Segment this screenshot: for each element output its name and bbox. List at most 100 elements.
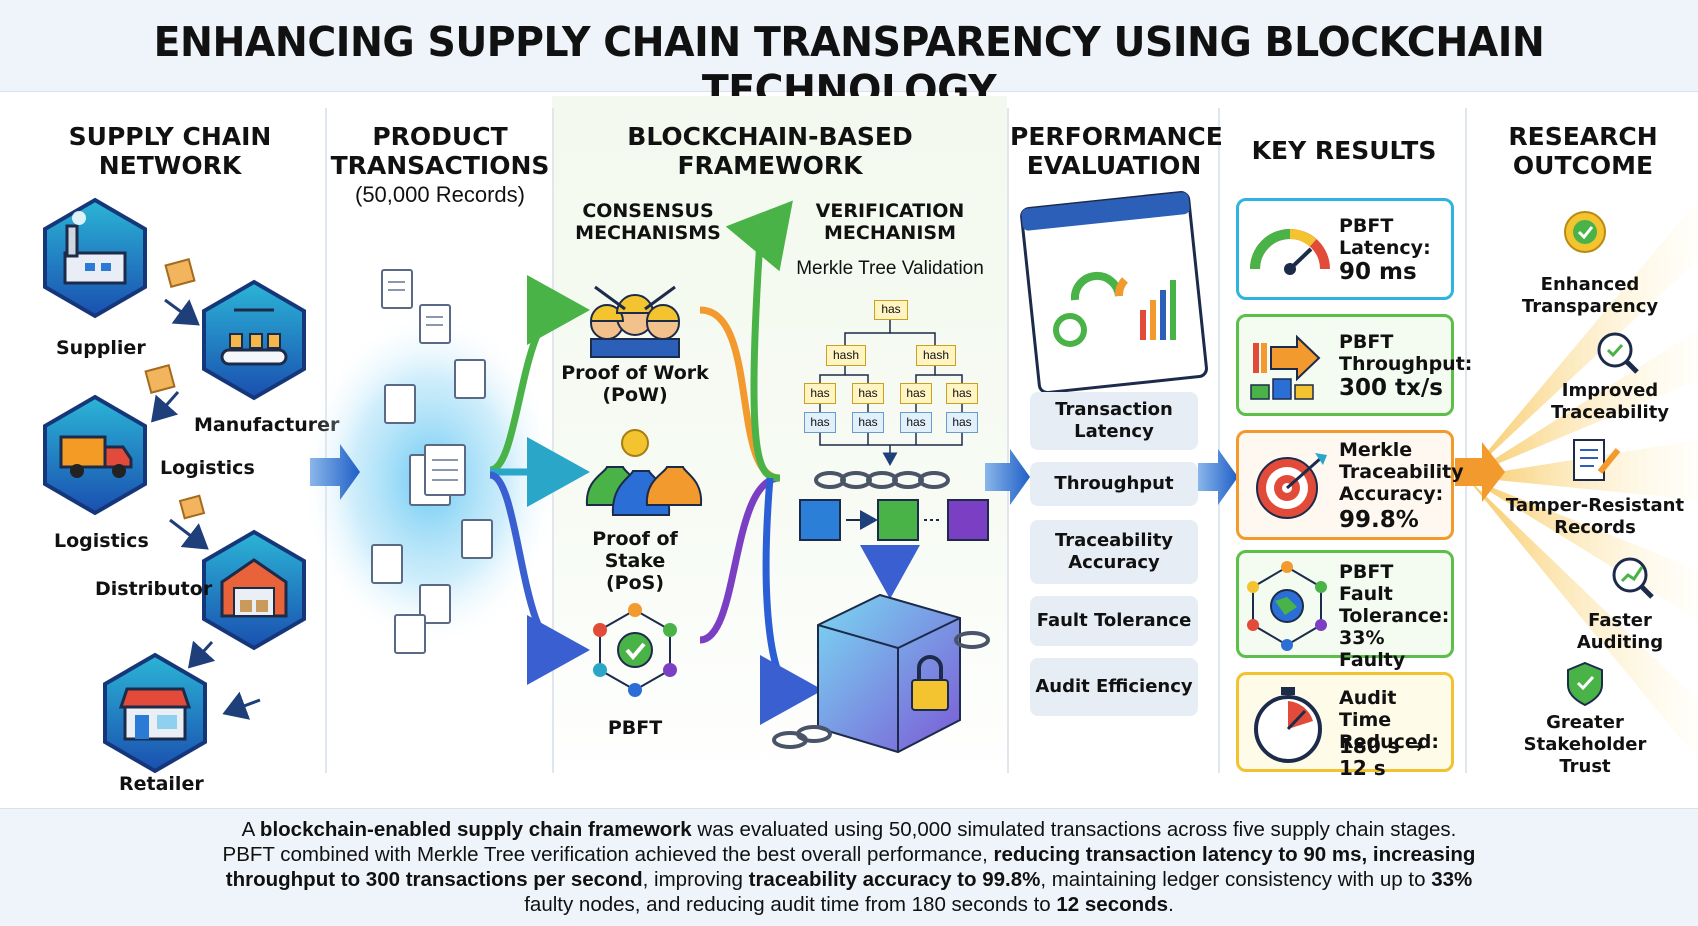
- merkle-leaf-node: has: [946, 412, 978, 433]
- merkle-hash-node: hash: [916, 345, 956, 366]
- package-icon: [164, 258, 196, 288]
- merkle-label: Merkle Tree Validation: [796, 258, 984, 279]
- page-title: ENHANCING SUPPLY CHAIN TRANSPARENCY USIN…: [153, 18, 1545, 114]
- outcome-heading: RESEARCH OUTCOME: [1508, 122, 1658, 180]
- distributor-node: [202, 529, 306, 651]
- package-icon: [144, 364, 176, 394]
- gauge-icon: [1250, 229, 1330, 275]
- warehouse-icon: [220, 558, 288, 618]
- flow-line: [759, 477, 823, 725]
- network-globe-icon: [1247, 561, 1327, 651]
- summary-line: PBFT combined with Merkle Tree verificat…: [0, 842, 1698, 867]
- flow-arrow: [222, 691, 261, 720]
- stage-arrow: [985, 449, 1030, 505]
- summary-line: faulty nodes, and reducing audit time fr…: [0, 892, 1698, 917]
- block-chain: [799, 499, 989, 541]
- result-throughput-card: PBFT Throughput: 300 tx/s: [1236, 314, 1472, 416]
- result-value: 90 ms: [1339, 259, 1417, 285]
- supply-chain-heading: SUPPLY CHAIN NETWORK: [68, 122, 272, 180]
- merkle-hash-node: has: [946, 383, 978, 404]
- summary-panel: A blockchain-enabled supply chain framew…: [0, 808, 1698, 926]
- flow-line: [699, 306, 781, 482]
- result-audit-card: Audit Time Reduced: 180 s → 12 s: [1236, 672, 1454, 779]
- flow-line: [699, 474, 781, 644]
- result-text: Merkle Traceability Accuracy:: [1339, 439, 1464, 505]
- result-latency-card: PBFT Latency: 90 ms: [1236, 198, 1454, 300]
- result-value: 180 s → 12 s: [1339, 734, 1424, 780]
- flow-line: [488, 275, 590, 474]
- summary-text: PBFT combined with Merkle Tree verificat…: [222, 843, 994, 866]
- outcome-transparency: Enhanced Transparency: [1521, 274, 1659, 317]
- pos-label: Proof of Stake (PoS): [592, 528, 678, 594]
- result-value: 99.8%: [1339, 507, 1419, 533]
- merkle-leaf-node: has: [804, 412, 836, 433]
- supplier-node: [43, 197, 147, 319]
- pow-label: Proof of Work (PoW): [561, 362, 709, 406]
- flow-line: [488, 471, 590, 685]
- manufacturer-label: Manufacturer: [194, 414, 340, 436]
- network-check-icon: [593, 603, 677, 697]
- merkle-root-node: has: [874, 300, 908, 320]
- outcome-traceability: Improved Traceability: [1550, 380, 1670, 423]
- conveyor-icon: [220, 308, 288, 366]
- merkle-leaf-node: has: [900, 412, 932, 433]
- transactions-subheading: (50,000 Records): [355, 182, 525, 207]
- merkle-tree: [819, 320, 963, 466]
- summary-text: .: [1168, 893, 1174, 916]
- store-icon: [118, 687, 192, 741]
- summary-emphasis: throughput to 300 transactions per secon…: [225, 868, 643, 891]
- document-pen-icon: [1573, 439, 1621, 481]
- retailer-label: Retailer: [119, 773, 204, 795]
- summary-emphasis: traceability accuracy to 99.8%: [748, 868, 1041, 891]
- framework-heading: BLOCKCHAIN-BASED FRAMEWORK: [627, 122, 913, 180]
- locked-ledger-icon: [772, 593, 990, 754]
- stage-arrow: [1455, 442, 1505, 502]
- summary-emphasis: blockchain-enabled supply chain framewor…: [259, 818, 692, 841]
- result-value: 300 tx/s: [1339, 375, 1443, 401]
- column-divider: [1218, 108, 1220, 773]
- flow-arrow: [164, 298, 200, 326]
- outcome-trust: Greater Stakeholder Trust: [1523, 712, 1647, 777]
- factory-icon: [63, 211, 127, 285]
- document-lines: [388, 281, 458, 481]
- chain-icon: [814, 471, 950, 489]
- flow-arrow: [169, 518, 209, 550]
- merkle-hash-node: has: [900, 383, 932, 404]
- summary-text: , improving: [642, 868, 749, 891]
- result-text: PBFT Latency:: [1339, 215, 1431, 259]
- summary-emphasis: 33%: [1431, 868, 1473, 891]
- package-icon: [178, 494, 206, 520]
- stopwatch-icon: [1254, 687, 1322, 763]
- summary-text: was evaluated using 50,000 simulated tra…: [691, 818, 1457, 841]
- result-text: PBFT Throughput:: [1339, 331, 1473, 375]
- verification-title: VERIFICATION MECHANISM: [815, 200, 965, 244]
- miners-icon: [589, 285, 681, 358]
- logistics-node: [43, 394, 147, 516]
- consensus-title: CONSENSUS MECHANISMS: [575, 200, 721, 244]
- result-text: Audit Time Reduced:: [1339, 687, 1439, 753]
- merkle-hash-node: has: [804, 383, 836, 404]
- result-traceability-card: Merkle Traceability Accuracy: 99.8%: [1236, 430, 1464, 540]
- merkle-hash-node: has: [852, 383, 884, 404]
- title-bar: ENHANCING SUPPLY CHAIN TRANSPARENCY USIN…: [0, 0, 1698, 114]
- summary-emphasis: 12 seconds: [1056, 893, 1169, 916]
- summary-line: A blockchain-enabled supply chain framew…: [0, 817, 1698, 842]
- document-icon: [371, 269, 493, 654]
- summary-line: throughput to 300 transactions per secon…: [0, 867, 1698, 892]
- magnifier-growth-icon: [1612, 557, 1654, 599]
- outcome-tamper-resistant: Tamper-Resistant Records: [1505, 495, 1685, 538]
- stage-arrow: [1198, 449, 1238, 505]
- flow-arrow: [187, 640, 216, 669]
- sun-check-icon: [1564, 211, 1606, 253]
- stage-arrow: [310, 444, 360, 500]
- summary-text: faulty nodes, and reducing audit time fr…: [524, 893, 1057, 916]
- merkle-leaf-node: has: [852, 412, 884, 433]
- logistics-label: Logistics: [160, 457, 255, 479]
- metric-fault-tolerance: Fault Tolerance: [1030, 596, 1198, 646]
- summary-text: , maintaining ledger consistency with up…: [1040, 868, 1432, 891]
- metric-audit-efficiency: Audit Efficiency: [1030, 658, 1198, 716]
- column-divider: [1465, 108, 1467, 773]
- retailer-node: [103, 652, 207, 774]
